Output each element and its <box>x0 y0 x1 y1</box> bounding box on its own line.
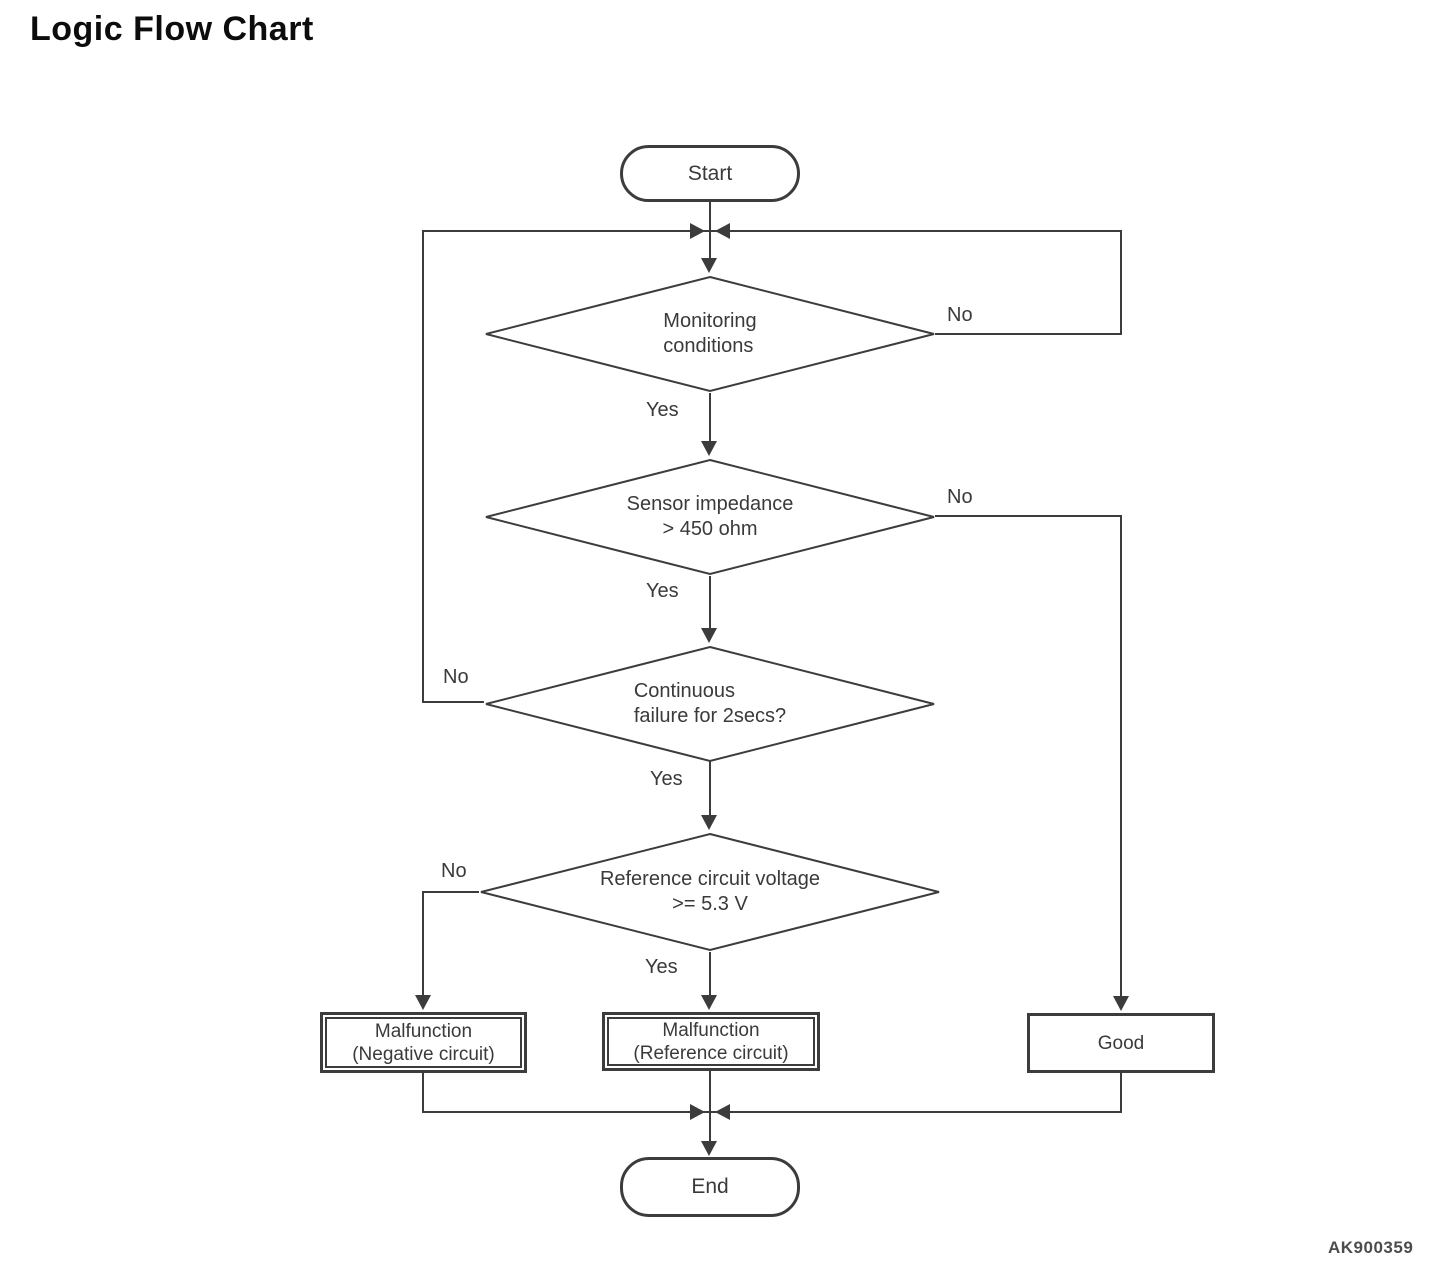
start-label: Start <box>687 161 733 185</box>
connector-impedance-no-right <box>935 515 1122 517</box>
arrowhead-into-end <box>701 1141 717 1156</box>
arrowhead-into-good <box>1113 996 1129 1011</box>
connector-malfunction-negative-down <box>422 1073 424 1113</box>
result-malfunction-negative: Malfunction (Negative circuit) <box>320 1012 527 1073</box>
arrowhead-into-monitoring <box>701 258 717 273</box>
arrowhead-into-reference <box>701 815 717 830</box>
connector-monitoring-no-right <box>935 333 1122 335</box>
decision-monitoring-question: Monitoring conditions <box>663 310 757 357</box>
arrowhead-into-malfunction-reference <box>701 995 717 1010</box>
arrowhead-bottom-from-right <box>715 1104 730 1120</box>
continuous-no-label: No <box>443 666 469 688</box>
reference-yes-label: Yes <box>645 956 678 978</box>
connector-malfunction-reference-down <box>709 1071 711 1113</box>
diamond-shape <box>485 458 935 576</box>
start-terminator: Start <box>620 145 800 202</box>
end-terminator: End <box>620 1157 800 1217</box>
arrowhead-bottom-from-left <box>690 1104 705 1120</box>
result-good-label: Good <box>1097 1032 1145 1054</box>
connector-top-junction <box>422 230 1122 232</box>
connector-bottom-junction <box>422 1111 1122 1113</box>
figure-code: AK900359 <box>1328 1238 1414 1257</box>
connector-good-down <box>1120 1073 1122 1113</box>
connector-into-end <box>709 1112 711 1142</box>
connector-reference-no-down <box>422 891 424 997</box>
decision-monitoring-conditions: Monitoring conditions <box>483 275 937 393</box>
decision-reference-question: Reference circuit voltage >= 5.3 V <box>599 868 821 915</box>
result-good: Good <box>1027 1013 1215 1073</box>
diamond-shape <box>480 832 940 952</box>
result-malfunction-reference: Malfunction (Reference circuit) <box>602 1012 820 1071</box>
arrowhead-into-impedance <box>701 441 717 456</box>
continuous-yes-label: Yes <box>650 768 683 790</box>
decision-continuous-question: Continuous failure for 2secs? <box>633 680 787 727</box>
connector-reference-no-left <box>422 891 479 893</box>
monitoring-yes-label: Yes <box>646 399 679 421</box>
monitoring-no-label: No <box>947 304 973 326</box>
connector-monitoring-no-up <box>1120 230 1122 334</box>
impedance-no-label: No <box>947 486 973 508</box>
arrowhead-into-malfunction-negative <box>415 995 431 1010</box>
impedance-yes-label: Yes <box>646 580 679 602</box>
connector-continuous-yes-down <box>709 761 711 815</box>
reference-no-label: No <box>441 860 467 882</box>
arrowhead-junction-from-right <box>715 223 730 239</box>
decision-impedance-question: Sensor impedance > 450 ohm <box>626 493 794 540</box>
page-title: Logic Flow Chart <box>30 10 314 48</box>
end-label: End <box>691 1175 729 1198</box>
decision-sensor-impedance: Sensor impedance > 450 ohm <box>483 458 937 576</box>
connector-impedance-yes-down <box>709 576 711 628</box>
connector-reference-yes-down <box>709 952 711 996</box>
arrowhead-junction-from-left <box>690 223 705 239</box>
diamond-shape <box>485 275 935 393</box>
arrowhead-into-continuous <box>701 628 717 643</box>
decision-reference-voltage: Reference circuit voltage >= 5.3 V <box>478 832 942 952</box>
connector-continuous-no-up <box>422 230 424 702</box>
diamond-shape <box>485 645 935 763</box>
connector-continuous-no-left <box>422 701 484 703</box>
result-malfunction-negative-label: Malfunction (Negative circuit) <box>352 1020 495 1065</box>
decision-continuous-failure: Continuous failure for 2secs? <box>483 645 937 763</box>
result-malfunction-reference-label: Malfunction (Reference circuit) <box>633 1019 789 1064</box>
connector-monitoring-yes-down <box>709 393 711 441</box>
connector-impedance-no-down <box>1120 515 1122 997</box>
